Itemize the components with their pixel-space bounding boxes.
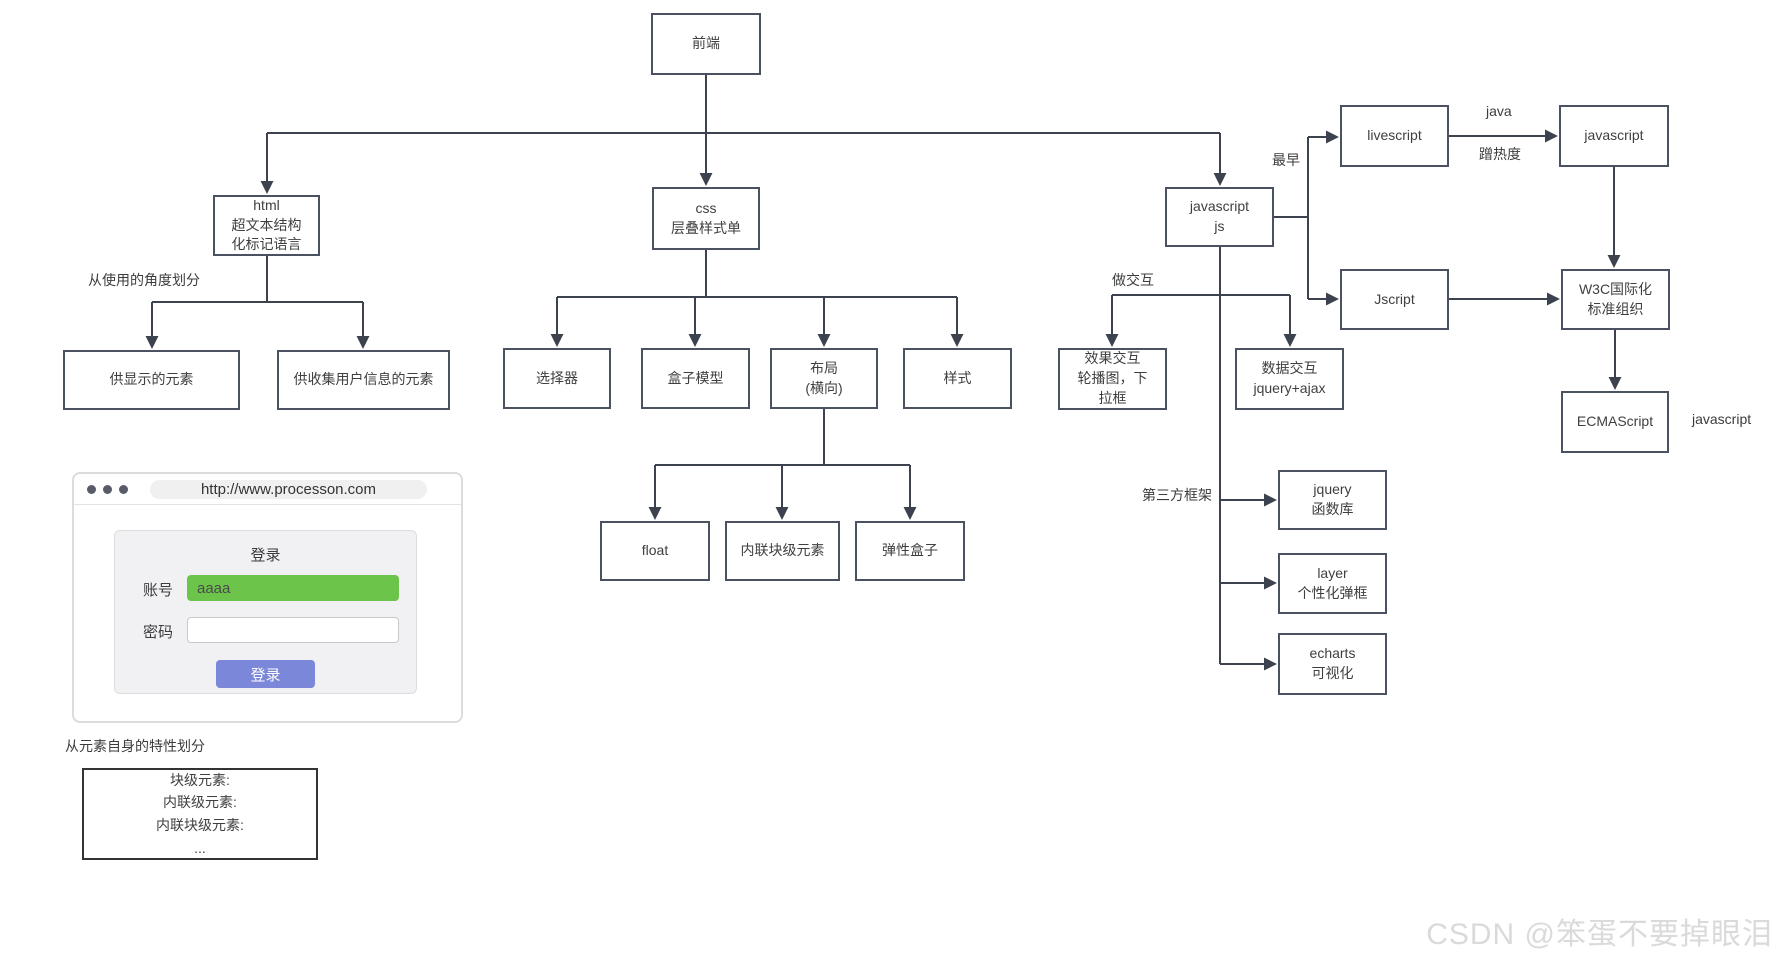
label-third-party: 第三方框架 — [1142, 487, 1212, 503]
node-frontend: 前端 — [651, 13, 761, 75]
node-effect-interaction: 效果交互 轮播图，下 拉框 — [1058, 348, 1167, 410]
window-dot-icon — [119, 484, 128, 494]
node-style: 样式 — [903, 348, 1012, 409]
node-float: float — [600, 521, 710, 581]
label-javascript-note: javascript — [1692, 411, 1752, 427]
password-label: 密码 — [143, 624, 174, 641]
node-display-elements: 供显示的元素 — [63, 350, 240, 410]
account-label: 账号 — [143, 582, 174, 599]
node-jscript: Jscript — [1340, 269, 1449, 330]
url-bar[interactable]: http://www.processon.com — [150, 479, 427, 499]
node-flex-box: 弹性盒子 — [855, 521, 965, 581]
node-ecmascript: ECMAScript — [1561, 391, 1669, 453]
window-control-dots-icon — [87, 484, 128, 494]
window-dot-icon — [103, 484, 112, 494]
node-javascript-js: javascript js — [1165, 187, 1274, 247]
node-javascript: javascript — [1559, 105, 1669, 167]
label-java: java — [1486, 103, 1512, 119]
node-echarts: echarts 可视化 — [1278, 633, 1387, 695]
label-earliest: 最早 — [1272, 152, 1300, 168]
node-inline-block: 内联块级元素 — [725, 521, 840, 581]
node-livescript: livescript — [1340, 105, 1449, 167]
node-layout: 布局 (横向) — [770, 348, 878, 409]
node-layer: layer 个性化弹框 — [1278, 553, 1387, 614]
node-collect-elements: 供收集用户信息的元素 — [277, 350, 450, 410]
browser-titlebar: http://www.processon.com — [74, 474, 461, 505]
label-do-interaction: 做交互 — [1112, 272, 1154, 288]
label-ride-heat: 蹭热度 — [1479, 146, 1521, 162]
login-panel: 登录 账号 密码 登录 — [114, 530, 417, 694]
node-box-model: 盒子模型 — [641, 348, 750, 409]
node-css: css 层叠样式单 — [652, 187, 760, 250]
browser-window: http://www.processon.com 登录 账号 密码 登录 — [72, 472, 463, 723]
node-data-interaction: 数据交互 jquery+ajax — [1235, 348, 1344, 410]
node-selector: 选择器 — [503, 348, 611, 409]
node-html: html 超文本结构 化标记语言 — [213, 195, 320, 256]
window-dot-icon — [87, 484, 96, 494]
node-w3c: W3C国际化 标准组织 — [1561, 269, 1670, 330]
login-title: 登录 — [250, 547, 281, 564]
account-input[interactable] — [187, 575, 399, 601]
csdn-watermark: CSDN @笨蛋不要掉眼泪 — [1426, 918, 1773, 951]
password-input[interactable] — [187, 617, 399, 643]
node-jquery: jquery 函数库 — [1278, 470, 1387, 530]
label-usage-angle: 从使用的角度划分 — [88, 272, 200, 288]
label-element-feature-title: 从元素自身的特性划分 — [65, 738, 205, 754]
login-button[interactable]: 登录 — [216, 660, 315, 688]
node-element-feature: 块级元素: 内联级元素: 内联块级元素: ... — [82, 768, 318, 860]
